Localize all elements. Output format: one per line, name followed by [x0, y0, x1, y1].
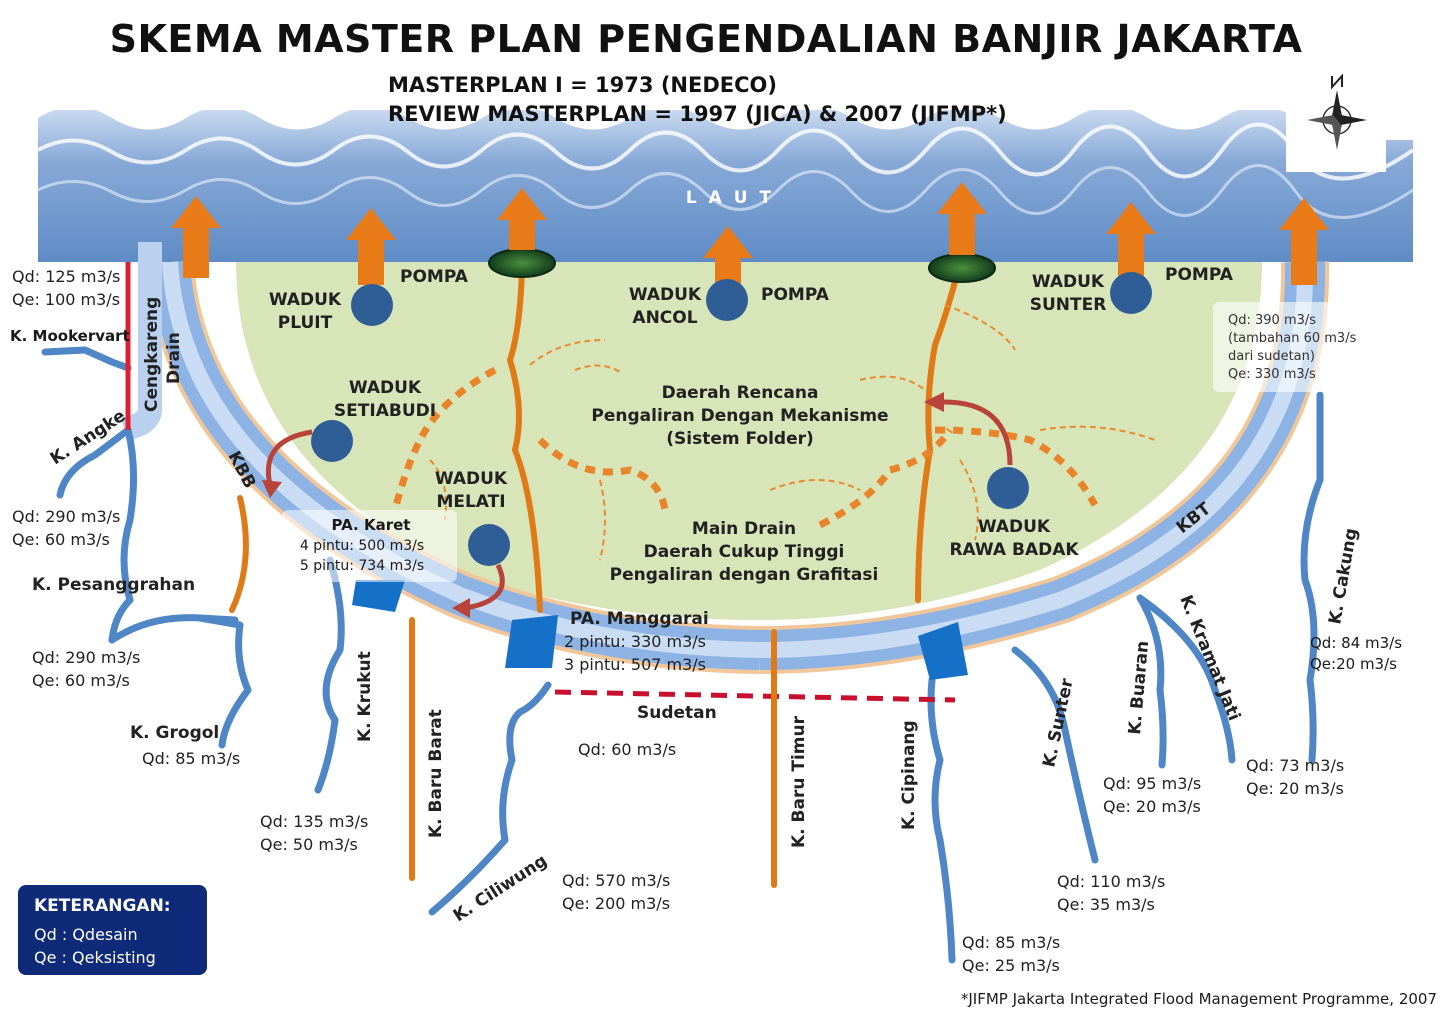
legend-item-qe: Qe : Qeksisting — [34, 948, 156, 967]
k-ciliwung-label: K. Ciliwung — [450, 851, 551, 926]
k-grogol-label: K. Grogol — [130, 723, 219, 743]
subtitle-masterplan: MASTERPLAN I = 1973 (NEDECO) — [388, 73, 777, 97]
sudetan-label: Sudetan — [637, 703, 717, 723]
k-mookervart-label: K. Mookervart — [10, 327, 130, 345]
outflow-arrows — [171, 182, 1329, 290]
legend-title: KETERANGAN: — [34, 896, 171, 916]
outlet-structure-east — [928, 253, 996, 283]
outlet-structure-west — [488, 248, 556, 278]
waduk-ancol-pool — [706, 279, 748, 321]
k-baru-barat-label: K. Baru Barat — [426, 709, 446, 838]
waduk-rawa-badak-pool — [987, 467, 1029, 509]
sea-label: L A U T — [686, 188, 774, 208]
diversion-arrowheads — [262, 392, 944, 618]
k-cipinang-label: K. Cipinang — [899, 720, 919, 830]
footnote: *JIFMP Jakarta Integrated Flood Manageme… — [961, 990, 1437, 1008]
waduk-setiabudi-pool — [311, 420, 353, 462]
waduk-melati-pool — [468, 524, 510, 566]
pa-karet-gate — [352, 580, 405, 612]
pa-manggarai-gate — [505, 615, 558, 668]
sudetan-channel — [554, 689, 956, 703]
pump-label-ancol: POMPA — [761, 285, 830, 305]
legend-box: KETERANGAN: Qd : Qdesain Qe : Qeksisting — [18, 885, 207, 975]
legend-item-qd: Qd : Qdesain — [34, 925, 138, 944]
k-buaran-label: K. Buaran — [1125, 640, 1153, 735]
waduk-pluit-pool — [351, 284, 393, 326]
cengkareng-drain — [120, 242, 162, 442]
k-pesanggrahan-label: K. Pesanggrahan — [32, 575, 195, 595]
river-network — [41, 346, 1324, 964]
pump-label-pluit: POMPA — [400, 267, 469, 287]
subtitle-review: REVIEW MASTERPLAN = 1997 (JICA) & 2007 (… — [388, 102, 1007, 126]
k-baru-timur-label: K. Baru Timur — [789, 715, 809, 848]
flow-grogol: Qd: 85 m3/s — [142, 749, 240, 768]
diversion-arrows — [265, 399, 1013, 611]
waduk-sunter-pool — [1110, 272, 1152, 314]
compass-rose-icon — [1307, 73, 1367, 150]
k-kramat-jati-label: K. Kramat Jati — [1175, 592, 1244, 723]
flow-sudetan: Qd: 60 m3/s — [578, 740, 676, 759]
main-drains — [229, 267, 1156, 888]
k-krukut-label: K. Krukut — [355, 651, 375, 742]
page-title: SKEMA MASTER PLAN PENGENDALIAN BANJIR JA… — [110, 17, 1303, 61]
cipinang-gate — [918, 622, 968, 680]
pa-karet-panel — [282, 510, 457, 582]
pump-label-sunter: POMPA — [1165, 265, 1234, 285]
k-cakung-label: K. Cakung — [1325, 527, 1362, 626]
kbt-flow-panel — [1213, 302, 1373, 392]
